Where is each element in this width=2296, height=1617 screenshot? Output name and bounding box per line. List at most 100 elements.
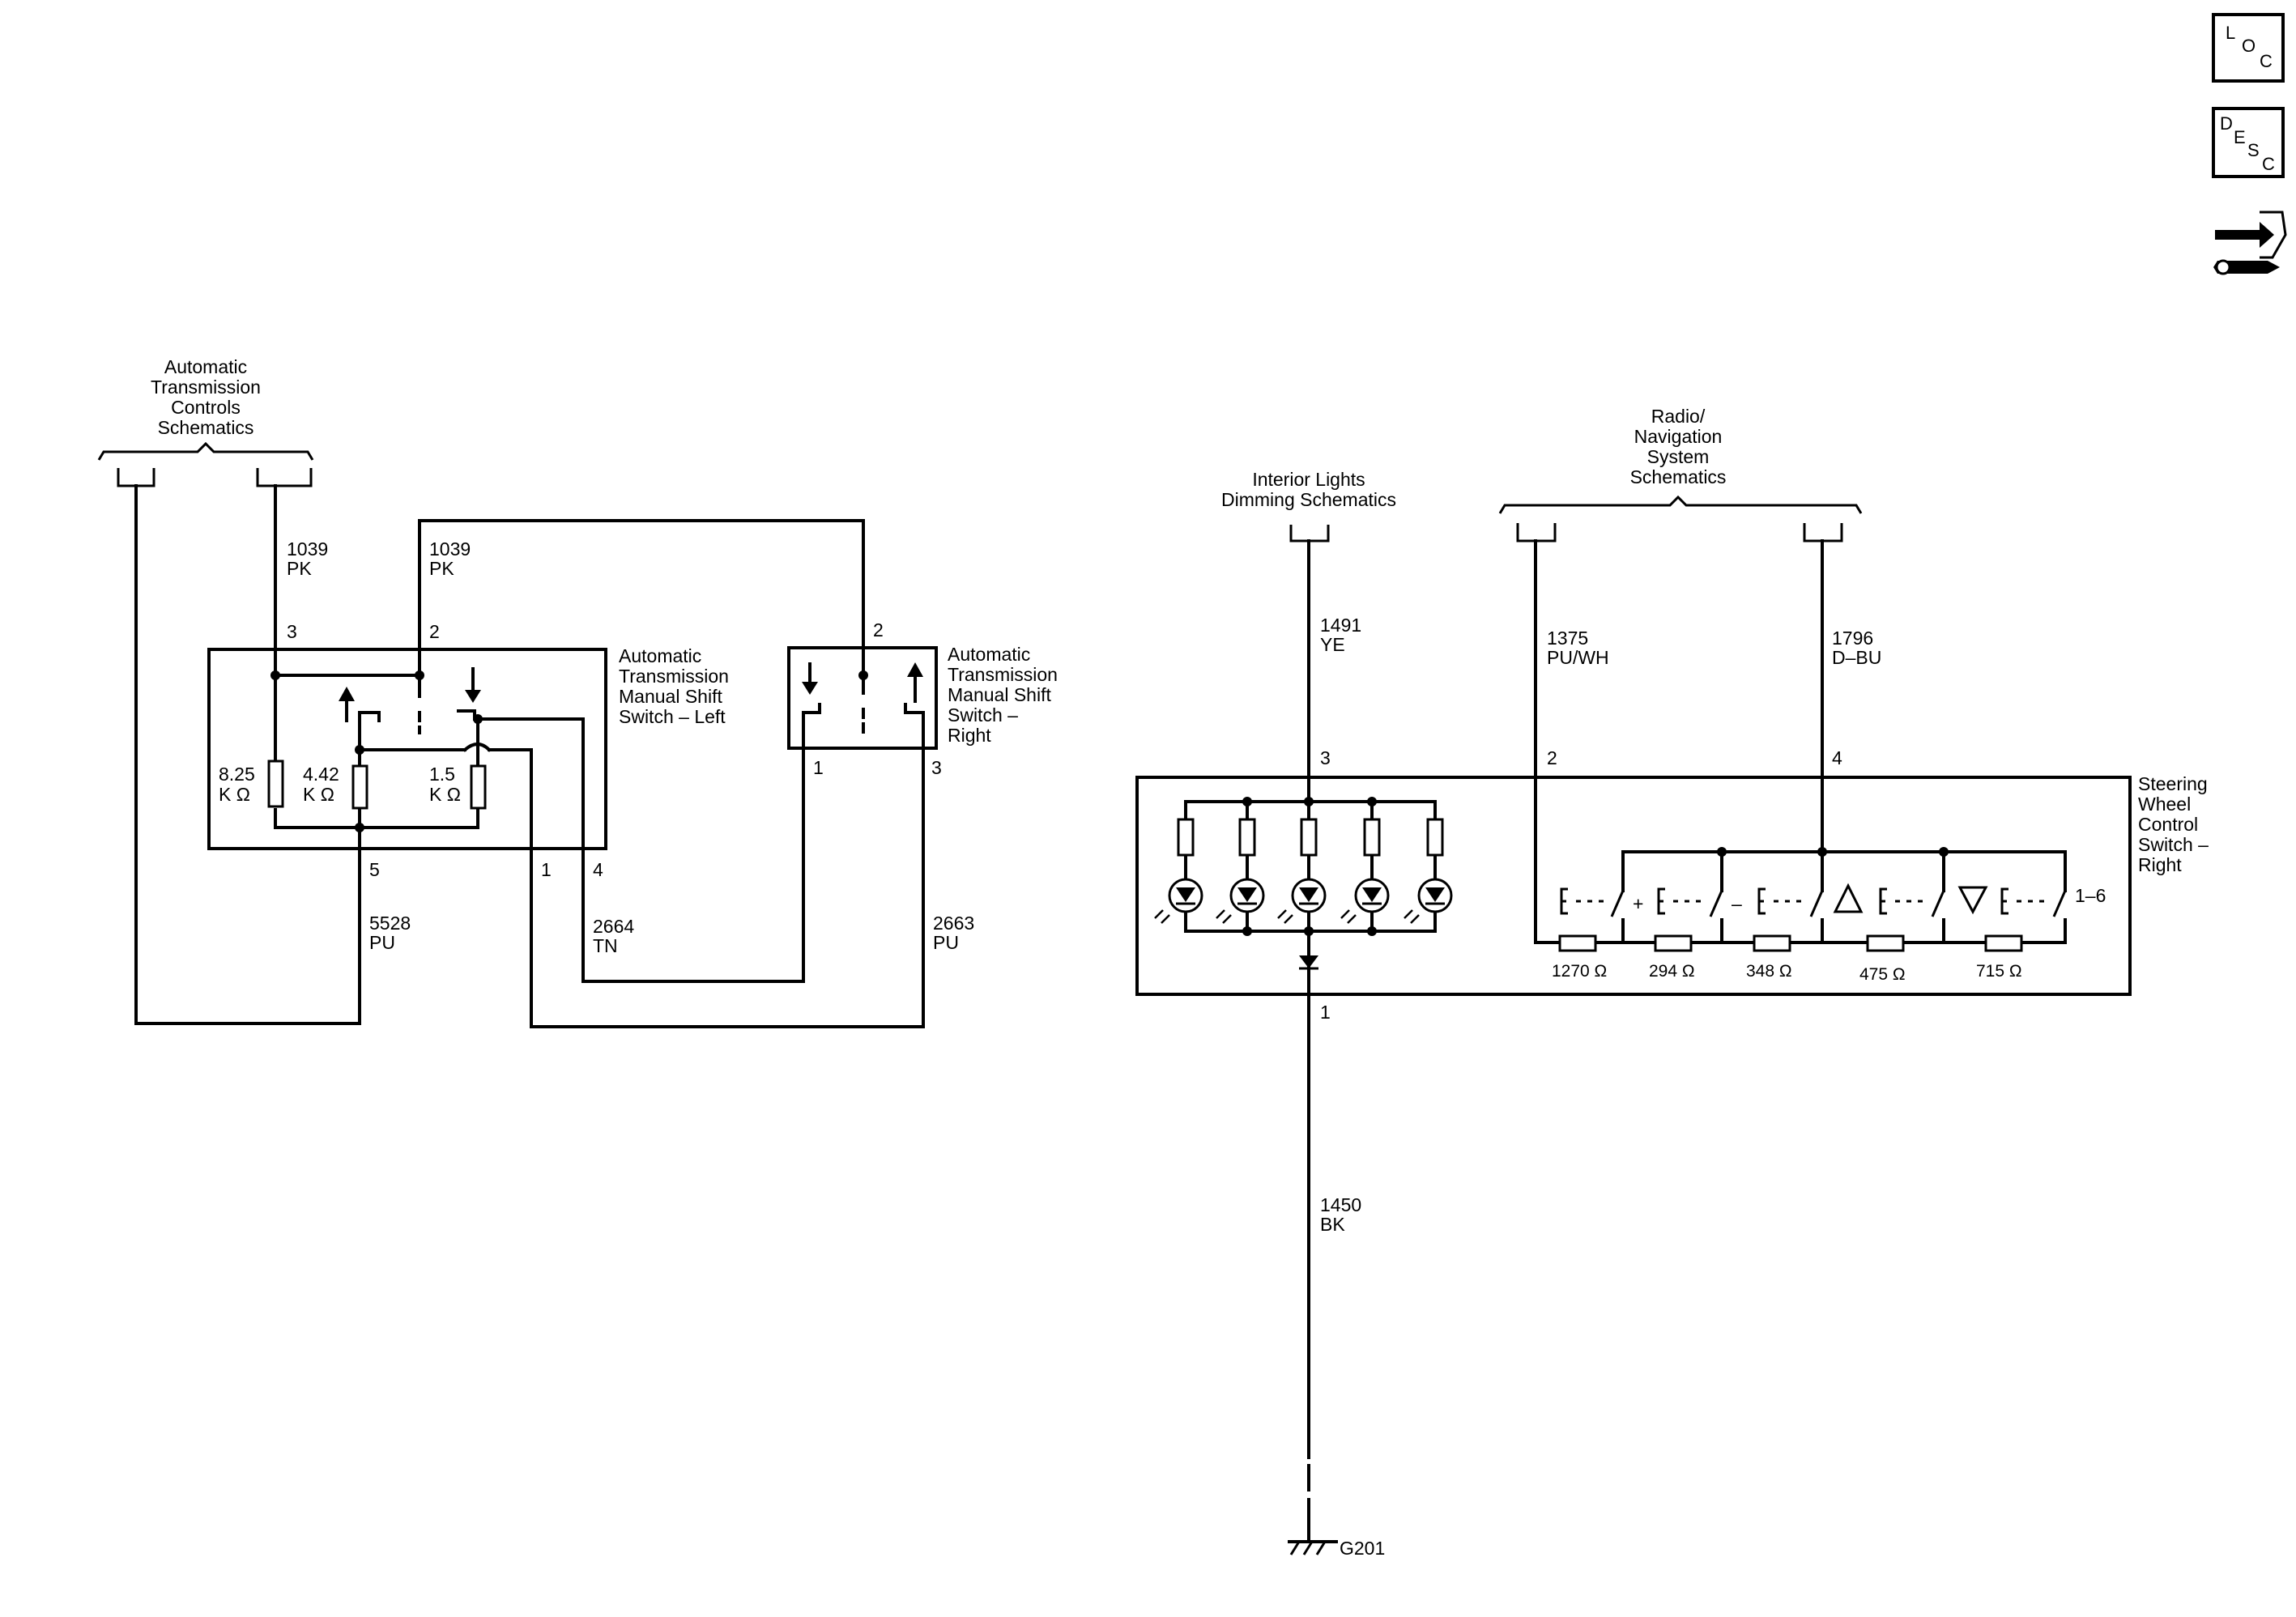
wire-2664-circuit: 2664 <box>593 916 634 937</box>
pin-right-1: 1 <box>813 757 824 778</box>
wire-5528-circuit: 5528 <box>369 913 411 934</box>
triangle-up-icon <box>1833 883 1864 913</box>
wire-2663-color: PU <box>933 932 959 953</box>
triangle-down-icon <box>1957 886 1988 915</box>
atc-schematics-reference: Automatic Transmission Controls Schemati… <box>97 356 314 487</box>
wire-2663-circuit: 2663 <box>933 913 974 934</box>
pin-left-3: 3 <box>287 621 297 642</box>
manual-shift-switch-left: Automatic Transmission Manual Shift Swit… <box>207 621 729 880</box>
switch-resistor-ladder: + – 1–6 <box>1534 847 2106 984</box>
radio-nav-reference: Radio/ Navigation System Schematics <box>1498 406 1863 543</box>
desc-letter-s: S <box>2247 140 2260 160</box>
switch-right-label-2: Transmission <box>948 664 1058 685</box>
led-branch-2 <box>1216 797 1265 936</box>
res-8-25-value: 8.25 <box>219 764 255 785</box>
res-1-5-unit: K Ω <box>429 784 461 805</box>
wire-5528-color: PU <box>369 932 395 953</box>
atc-ref-connector-right <box>256 468 313 487</box>
interior-lights-line-1: Interior Lights <box>1252 469 1365 490</box>
switch-right-label-5: Right <box>948 725 991 746</box>
button-glyph-2 <box>1657 887 1701 915</box>
pin-sw-4: 4 <box>1832 747 1842 768</box>
wire-1039-b-circuit: 1039 <box>429 538 471 560</box>
wire-2664-color: TN <box>593 935 618 956</box>
led-branch-1 <box>1154 800 1203 933</box>
wire-1796-color: D–BU <box>1832 647 1881 668</box>
right-wiring <box>1307 539 1824 1526</box>
steering-label-2: Wheel <box>2138 794 2191 815</box>
pin-sw-range: 1–6 <box>2075 885 2106 906</box>
switch-right-label-1: Automatic <box>948 644 1030 665</box>
led-branch-4 <box>1340 797 1390 936</box>
res-1270: 1270 Ω <box>1552 962 1607 981</box>
res-294: 294 Ω <box>1649 962 1695 981</box>
pin-right-3: 3 <box>931 757 942 778</box>
steering-label-1: Steering <box>2138 773 2208 794</box>
pin-sw-1: 1 <box>1320 1002 1331 1023</box>
switch-left-label-1: Automatic <box>619 645 701 666</box>
pin-sw-2: 2 <box>1547 747 1557 768</box>
steering-wheel-control-switch: Steering Wheel Control Switch – Right 3 … <box>1135 747 2209 1023</box>
pin-left-2: 2 <box>429 621 440 642</box>
loc-letter-o: O <box>2242 36 2256 56</box>
loc-letter-l: L <box>2226 23 2235 43</box>
steering-label-5: Right <box>2138 854 2182 875</box>
button-glyph-1 <box>1560 887 1604 915</box>
res-348: 348 Ω <box>1746 962 1792 981</box>
manual-shift-switch-right: Automatic Transmission Manual Shift Swit… <box>787 619 1058 778</box>
switch-right-label-4: Switch – <box>948 704 1018 726</box>
wire-1491-circuit: 1491 <box>1320 615 1361 636</box>
desc-letter-d: D <box>2220 113 2233 134</box>
left-wiring <box>134 484 925 1028</box>
wire-1039-a-circuit: 1039 <box>287 538 328 560</box>
button-glyph-5 <box>2000 887 2044 915</box>
pin-right-2: 2 <box>873 619 884 640</box>
wire-1450-color: BK <box>1320 1214 1345 1235</box>
wire-1039-b-color: PK <box>429 558 454 579</box>
atc-ref-line-3: Controls <box>171 397 241 418</box>
wire-1375-circuit: 1375 <box>1547 628 1588 649</box>
atc-ref-line-4: Schematics <box>158 417 254 438</box>
res-8-25-unit: K Ω <box>219 784 250 805</box>
switch-left-label-4: Switch – Left <box>619 706 726 727</box>
button-glyph-4 <box>1879 887 1923 915</box>
res-4-42-value: 4.42 <box>303 764 339 785</box>
loc-letter-c: C <box>2260 51 2273 71</box>
wire-1039-a-color: PK <box>287 558 312 579</box>
led-branch-5 <box>1404 800 1453 933</box>
res-1-5-value: 1.5 <box>429 764 455 785</box>
resistor-1-5k <box>470 764 487 810</box>
switch-left-label-2: Transmission <box>619 666 729 687</box>
radio-nav-line-2: Navigation <box>1634 426 1723 447</box>
desc-letter-c: C <box>2262 154 2275 174</box>
interior-lights-reference: Interior Lights Dimming Schematics <box>1221 469 1396 543</box>
atc-ref-line-2: Transmission <box>151 377 261 398</box>
led-backlight-array <box>1154 797 1453 970</box>
radio-nav-line-3: System <box>1647 446 1710 467</box>
pin-sw-3: 3 <box>1320 747 1331 768</box>
switch-right-label-3: Manual Shift <box>948 684 1051 705</box>
minus-symbol: – <box>1732 893 1742 914</box>
wire-1796-circuit: 1796 <box>1832 628 1873 649</box>
connector-end-view-icon[interactable] <box>2213 211 2287 275</box>
wire-1375-color: PU/WH <box>1547 647 1609 668</box>
res-4-42-unit: K Ω <box>303 784 334 805</box>
steering-label-4: Switch – <box>2138 834 2209 855</box>
interior-lights-line-2: Dimming Schematics <box>1221 489 1396 510</box>
resistor-4-42k <box>351 764 368 810</box>
plus-symbol: + <box>1633 893 1643 914</box>
loc-icon[interactable]: L O C <box>2212 13 2285 83</box>
switch-left-label-3: Manual Shift <box>619 686 722 707</box>
wire-1450-circuit: 1450 <box>1320 1194 1361 1215</box>
steering-label-3: Control <box>2138 814 2198 835</box>
resistor-8-25k <box>267 760 284 808</box>
left-wire-labels: 1039 PK 1039 PK 5528 PU 2664 TN 2663 PU <box>287 538 974 956</box>
desc-icon[interactable]: D E S C <box>2212 107 2285 178</box>
pin-left-1: 1 <box>541 859 552 880</box>
led-branch-3 <box>1277 797 1327 936</box>
res-715: 715 Ω <box>1976 962 2022 981</box>
res-475: 475 Ω <box>1859 965 1906 984</box>
ground-g201: G201 <box>1288 1522 1385 1559</box>
pin-left-4: 4 <box>593 859 603 880</box>
